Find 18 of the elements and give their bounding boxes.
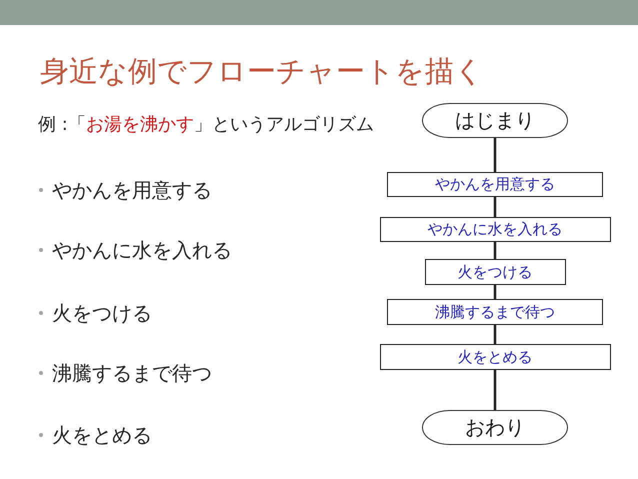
intro-text: 例 :「お湯を沸かす」というアルゴリズム bbox=[38, 114, 374, 136]
process-box: 火をとめる bbox=[380, 344, 610, 370]
list-item: やかんを用意する bbox=[52, 178, 212, 202]
connector-line bbox=[494, 285, 496, 299]
list-item: 火をとめる bbox=[52, 423, 152, 447]
connector-line bbox=[494, 370, 496, 410]
connector-line bbox=[494, 325, 496, 344]
connector-line bbox=[494, 197, 496, 217]
list-item: やかんに水を入れる bbox=[52, 238, 232, 262]
connector-line bbox=[494, 138, 496, 172]
process-box: やかんを用意する bbox=[387, 172, 603, 197]
slide-title: 身近な例でフローチャートを描く bbox=[40, 53, 484, 89]
connector-line bbox=[494, 242, 496, 259]
process-box: やかんに水を入れる bbox=[380, 217, 610, 242]
list-item: 火をつける bbox=[52, 301, 152, 325]
list-item: 沸騰するまで待つ bbox=[52, 361, 212, 385]
process-box: 沸騰するまで待つ bbox=[387, 299, 603, 325]
process-box: 火をつける bbox=[424, 259, 566, 285]
